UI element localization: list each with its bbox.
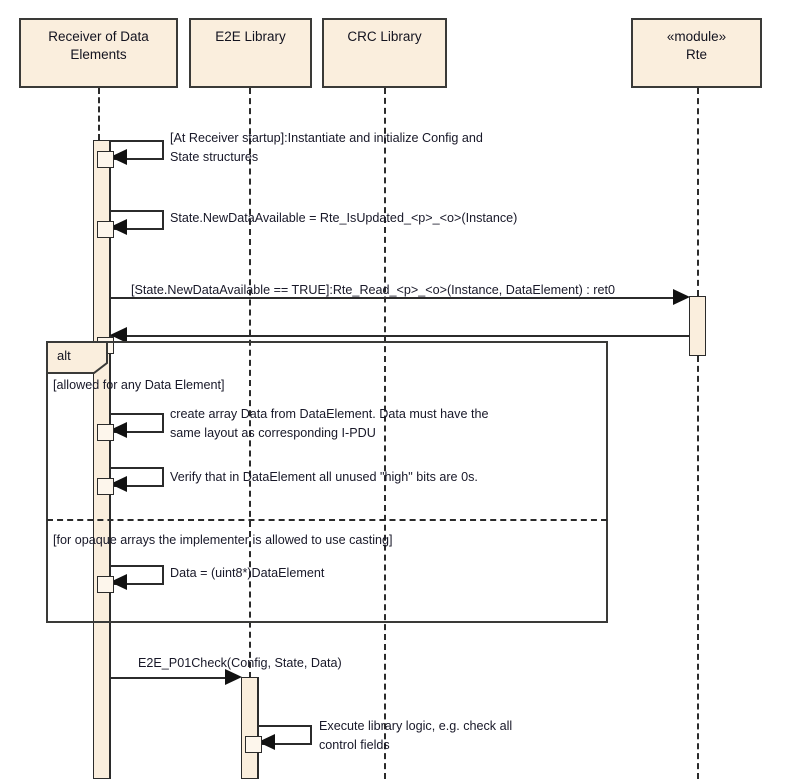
- self-message-loop-m9[interactable]: [258, 725, 312, 745]
- lifeline-e2e: [249, 88, 251, 678]
- self-message-loop-m1[interactable]: [110, 140, 164, 160]
- message-line-m4[interactable]: [110, 335, 690, 337]
- lifeline-label-rte: Rte: [685, 47, 707, 62]
- self-message-loop-m6[interactable]: [110, 467, 164, 487]
- arrow-m8: [225, 669, 242, 685]
- activation-stub-m6: [97, 478, 114, 495]
- fragment-operator-tab: alt: [46, 341, 108, 374]
- arrow-m2: [110, 219, 127, 235]
- message-label-m9: Execute library logic, e.g. check all co…: [319, 719, 513, 752]
- lifeline-label-e2e: E2E Library: [215, 29, 286, 44]
- lifeline-header-receiver[interactable]: Receiver of Data Elements: [19, 18, 178, 88]
- activation-receiver-centerline: [109, 140, 111, 779]
- lifeline-label-crc: CRC Library: [347, 29, 422, 44]
- message-label-m3: [State.NewDataAvailable == TRUE]:Rte_Rea…: [131, 283, 615, 297]
- fragment-guard-2: [for opaque arrays the implementer is al…: [53, 533, 393, 547]
- lifeline-rte-lower: [697, 356, 699, 779]
- lifeline-header-rte[interactable]: «module» Rte: [631, 18, 762, 88]
- combined-fragment-alt: [46, 341, 608, 623]
- lifeline-label-receiver: Receiver of Data Elements: [48, 29, 149, 62]
- lifeline-crc: [384, 88, 386, 779]
- message-label-m6: Verify that in DataElement all unused "h…: [170, 470, 478, 484]
- lifeline-header-crc[interactable]: CRC Library: [322, 18, 447, 88]
- message-label-m7: Data = (uint8*)DataElement: [170, 566, 325, 580]
- arrow-m5: [110, 422, 127, 438]
- activation-stub-m1: [97, 151, 114, 168]
- activation-stub-m5: [97, 424, 114, 441]
- lifeline-rte: [697, 88, 699, 296]
- activation-stub-m9: [245, 736, 262, 753]
- activation-e2e-centerline: [257, 677, 259, 779]
- self-message-loop-m7[interactable]: [110, 565, 164, 585]
- message-label-m5: create array Data from DataElement. Data…: [170, 407, 489, 440]
- activation-stub-m7: [97, 576, 114, 593]
- arrow-m7: [110, 574, 127, 590]
- arrow-m1: [110, 149, 127, 165]
- arrow-m4: [110, 327, 127, 343]
- activation-rte: [689, 296, 706, 356]
- message-label-m8: E2E_P01Check(Config, State, Data): [138, 656, 342, 670]
- fragment-operand-divider: [47, 519, 607, 521]
- activation-e2e: [241, 677, 258, 779]
- fragment-operator-label: alt: [57, 348, 71, 363]
- message-label-m2: State.NewDataAvailable = Rte_IsUpdated_<…: [170, 211, 518, 225]
- arrow-m9: [258, 734, 275, 750]
- lifeline-stereotype-rte: «module»: [666, 29, 727, 44]
- activation-stub-m2: [97, 221, 114, 238]
- lifeline-receiver: [98, 88, 100, 140]
- fragment-tab-shape: [46, 341, 108, 374]
- fragment-guard-1: [allowed for any Data Element]: [53, 378, 225, 392]
- message-line-m8[interactable]: [110, 677, 235, 679]
- message-label-m1: [At Receiver startup]:Instantiate and in…: [170, 131, 483, 164]
- arrow-m6: [110, 476, 127, 492]
- self-message-loop-m2[interactable]: [110, 210, 164, 230]
- arrow-m3: [673, 289, 690, 305]
- self-message-loop-m5[interactable]: [110, 413, 164, 433]
- message-line-m3[interactable]: [110, 297, 682, 299]
- lifeline-header-e2e[interactable]: E2E Library: [189, 18, 312, 88]
